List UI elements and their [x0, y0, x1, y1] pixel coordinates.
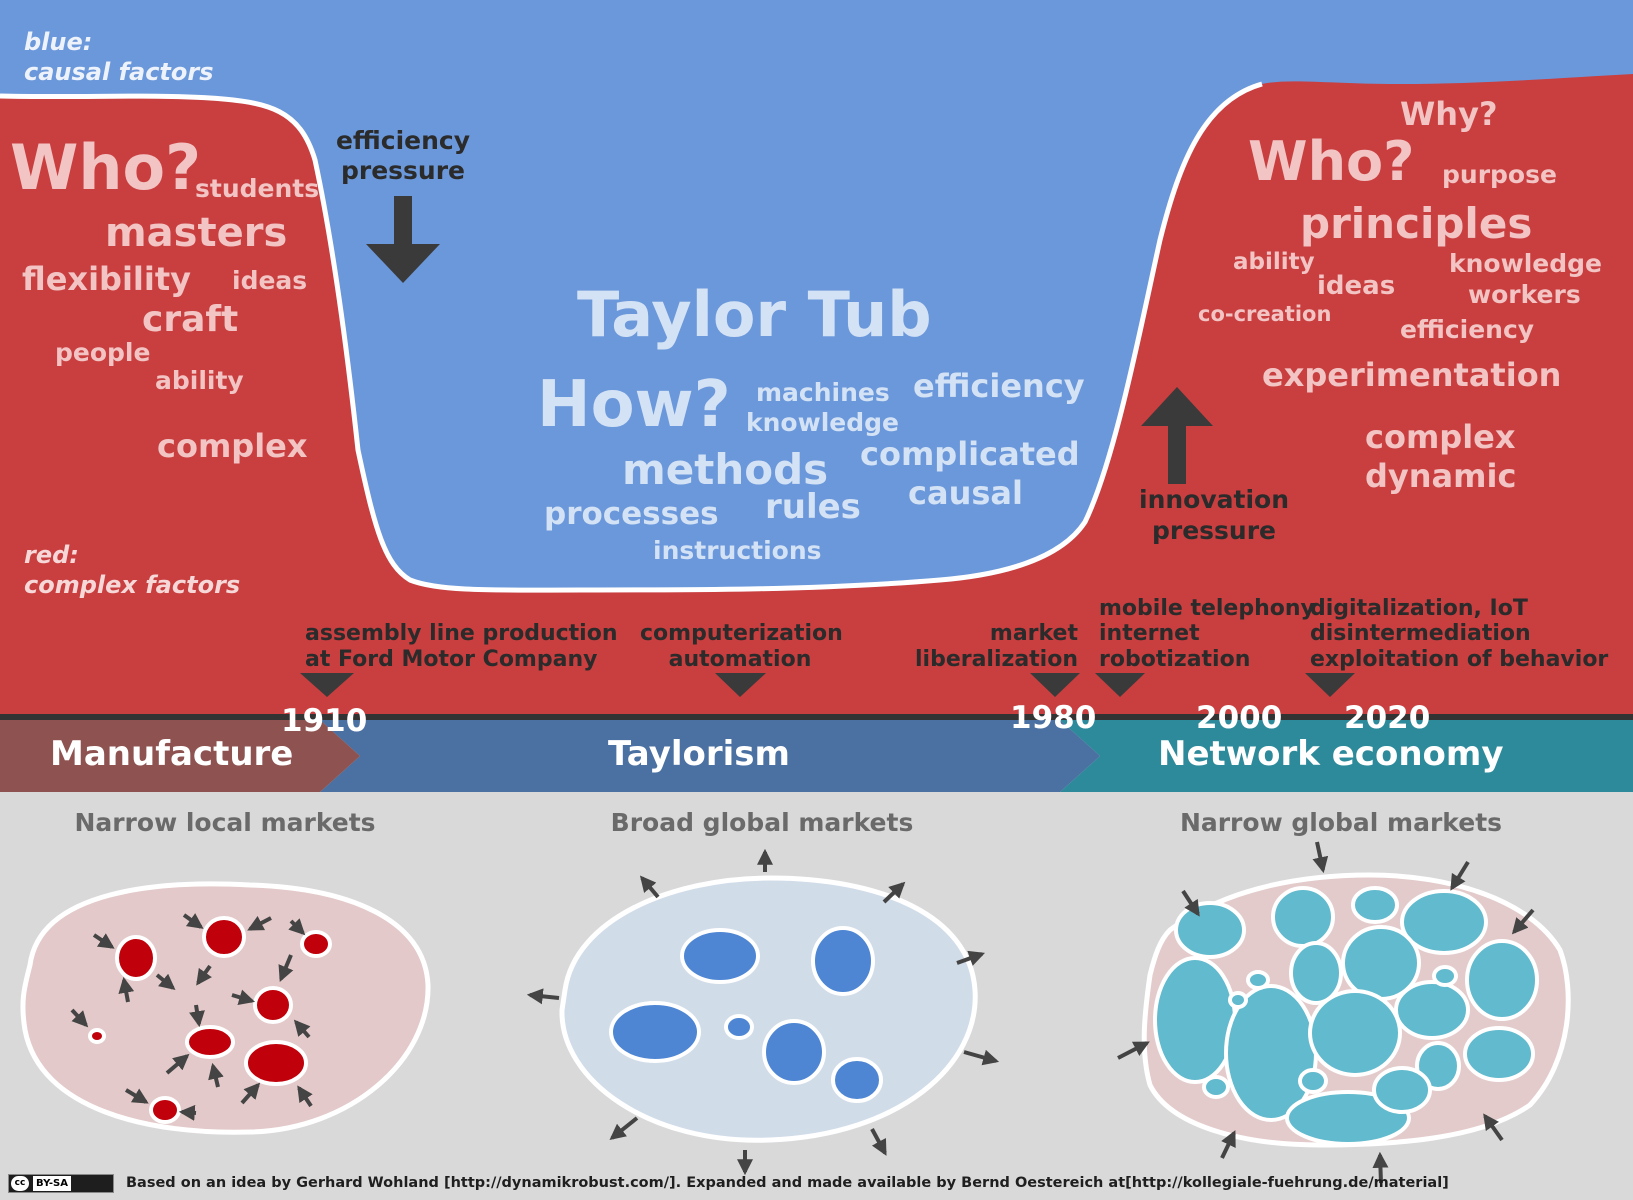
tub-word-rules: rules	[765, 487, 861, 527]
innovation-pressure-label-2: pressure	[1151, 516, 1277, 545]
mobile-pointer	[1095, 673, 1145, 697]
left-who-question: Who?	[10, 131, 202, 204]
right-word-co-creation: co-creation	[1198, 302, 1332, 326]
right-word-ideas: ideas	[1317, 271, 1396, 301]
market-pointer	[1030, 673, 1080, 697]
event-market-line2: liberalization	[914, 647, 1078, 672]
right-word-workers: workers	[1468, 280, 1581, 309]
event-mobile-line2: internet	[1099, 621, 1200, 646]
tub-word-causal: causal	[908, 474, 1023, 512]
broad-market-diagram	[526, 848, 1000, 1176]
left-word-ability: ability	[155, 366, 244, 395]
legend-blue-description: causal factors	[24, 58, 214, 86]
tub-word-instructions: instructions	[653, 536, 822, 565]
cc-icon: cc	[11, 1176, 29, 1191]
tub-word-efficiency: efficiency	[913, 367, 1085, 405]
era-taylorism-band	[320, 720, 1100, 792]
tub-word-processes: processes	[544, 496, 719, 532]
era-network-band	[1060, 720, 1633, 792]
left-word-masters: masters	[105, 210, 288, 256]
event-computer-line1: computerization	[640, 621, 843, 646]
right-word-principles: principles	[1300, 199, 1533, 248]
innovation-pressure-label: innovation	[1139, 485, 1289, 514]
market-title-local: Narrow local markets	[74, 808, 376, 837]
left-word-ideas: ideas	[232, 266, 308, 295]
cc-license-badge[interactable]: cc BY-SA	[8, 1174, 114, 1193]
era-network-economy: Network economy	[1158, 734, 1504, 774]
tub-word-machines: machines	[756, 378, 890, 407]
right-word-knowledge: knowledge	[1449, 249, 1602, 278]
year-2000: 2000	[1196, 700, 1283, 736]
legend-red-label: red:	[24, 541, 79, 569]
event-computer-line2: automation	[668, 647, 812, 672]
credit-line: Based on an idea by Gerhard Wohland [htt…	[126, 1175, 1449, 1191]
market-title-network: Narrow global markets	[1179, 808, 1503, 837]
timeline-line	[0, 714, 1633, 720]
legend-red-description: complex factors	[24, 571, 241, 599]
right-word-ability: ability	[1233, 249, 1315, 275]
digital-pointer	[1305, 673, 1355, 697]
era-manufacture-band	[0, 720, 360, 792]
year-1980: 1980	[1010, 700, 1097, 736]
event-ford-line1: assembly line production	[305, 621, 618, 646]
causal-blue-area	[0, 0, 1633, 591]
legend-blue-label: blue:	[24, 28, 93, 56]
era-manufacture: Manufacture	[50, 734, 294, 774]
tub-word-methods: methods	[622, 445, 829, 494]
tub-title: Taylor Tub	[577, 278, 932, 351]
year-1910: 1910	[281, 703, 368, 739]
left-word-people: people	[55, 338, 151, 367]
event-ford-line2: at Ford Motor Company	[305, 647, 598, 672]
year-2020: 2020	[1344, 700, 1431, 736]
event-market-line1: market	[989, 621, 1078, 646]
ford-pointer	[300, 673, 354, 697]
event-digital-line3: exploitation of behavior	[1310, 647, 1609, 672]
left-word-craft: craft	[142, 299, 239, 340]
efficiency-pressure-label-2: pressure	[340, 156, 466, 185]
right-why-question: Why?	[1400, 95, 1498, 133]
event-mobile-line1: mobile telephony	[1099, 596, 1315, 621]
event-digital-line2: disintermediation	[1310, 621, 1531, 646]
innovation-pressure-arrow	[1141, 387, 1213, 484]
event-mobile-line3: robotization	[1099, 647, 1251, 672]
right-who-question: Who?	[1248, 130, 1415, 193]
left-word-complex: complex	[157, 427, 308, 465]
network-market-diagram	[1117, 841, 1571, 1184]
era-taylorism: Taylorism	[608, 734, 790, 774]
tub-word-knowledge: knowledge	[746, 408, 899, 437]
license-badge-label: BY-SA	[33, 1176, 71, 1191]
efficiency-pressure-arrow	[366, 196, 440, 283]
right-word-experimentation: experimentation	[1262, 356, 1562, 394]
tub-white-outline	[0, 81, 1263, 593]
right-word-complex: complex	[1365, 418, 1516, 456]
left-word-flexibility: flexibility	[22, 260, 191, 298]
market-title-broad: Broad global markets	[610, 808, 914, 837]
tub-word-complicated: complicated	[860, 435, 1080, 473]
right-word-dynamic: dynamic	[1365, 457, 1517, 495]
tub-how-question: How?	[537, 368, 731, 442]
efficiency-pressure-label: efficiency	[335, 126, 471, 155]
computer-pointer	[715, 673, 766, 697]
event-digital-line1: digitalization, IoT	[1310, 596, 1528, 621]
right-word-purpose: purpose	[1442, 160, 1557, 189]
left-word-students: students	[195, 174, 320, 203]
right-word-efficiency: efficiency	[1400, 315, 1535, 344]
local-market-diagram	[20, 881, 431, 1135]
